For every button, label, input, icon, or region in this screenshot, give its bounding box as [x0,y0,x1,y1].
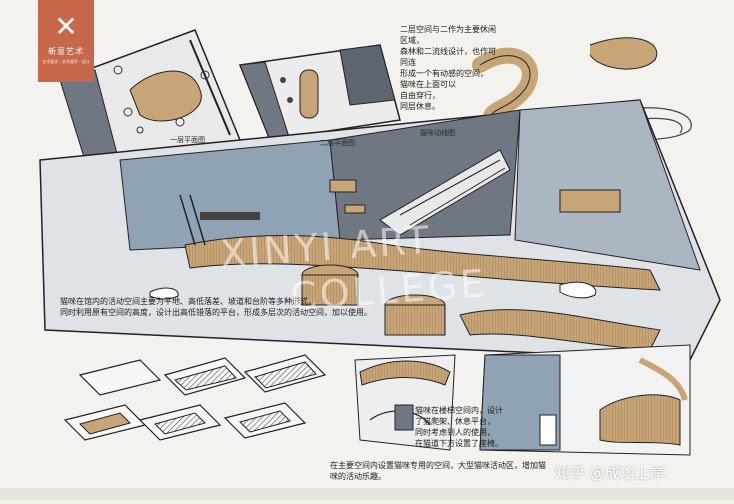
note-top-right: 二层空间与二作为主要休闲区域， 森林和二流线设计，也作可同连 形成一个有动感的空… [400,25,496,111]
note-bottom-right: 猫咪在楼梯空间内，设计 了猫爬架、休息平台， 同时考虑到人的使用， 在猫道下方设… [415,406,503,448]
second-floor-plan [238,44,401,141]
note-bottom-center: 在主要空间内设置猫咪专用的空间，大型猫咪活动区，增加猫咪的活动乐趣。 [330,461,546,481]
second-floor-plan-label: 二层平面图 [320,139,355,147]
cat-tree-sketch [479,344,691,456]
module-sketches [63,354,327,441]
first-floor-plan-label: 一层平面图 [170,136,205,144]
cat-path-label: 猫咪动线图 [420,129,455,137]
interior-perspective [39,99,721,361]
brand-logo: ✕ 新意艺术 艺术留学 · 艺术留学 · 设计 [38,0,94,82]
logo-subtitle: 艺术留学 · 艺术留学 · 设计 [42,59,90,64]
bottom-strip [0,488,734,500]
stair-detail-sketch [354,354,456,451]
logo-name: 新意艺术 [48,47,84,56]
note-middle: 猫咪在馆内的活动空间主要为平地、高低落差、坡道和台阶等多种形式， 同时利用原有空… [60,297,372,317]
first-floor-plan [58,29,242,171]
corner-watermark: 知乎 @成功上岸 [555,464,665,482]
logo-mark-icon: ✕ [54,10,78,43]
